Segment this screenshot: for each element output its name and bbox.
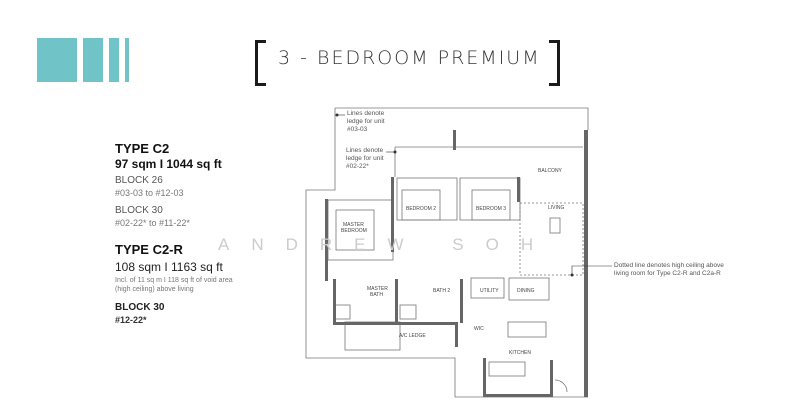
bedroom-2-outline bbox=[396, 177, 458, 221]
wall bbox=[483, 394, 553, 397]
block-units: #12-22* bbox=[115, 315, 147, 325]
exterior-wall bbox=[584, 130, 588, 397]
room-label-bedroom-3: BEDROOM 3 bbox=[476, 206, 506, 212]
right-bracket bbox=[549, 40, 560, 86]
void-note-line2: (high ceiling) above living bbox=[115, 286, 194, 293]
annotation-line: Lines denote bbox=[346, 147, 384, 154]
type-area: 108 sqm I 1163 sq ft bbox=[115, 260, 223, 274]
annotation-line: ledge for unit bbox=[347, 118, 385, 126]
wall bbox=[517, 177, 520, 202]
annotation-line: living room for Type C2-R and C2a-R bbox=[614, 270, 721, 278]
left-bracket bbox=[255, 40, 266, 86]
wall bbox=[550, 360, 553, 397]
wall bbox=[460, 279, 463, 323]
room-label-wic: WIC bbox=[474, 326, 484, 332]
annotation-line: Dotted line denotes high ceiling above bbox=[614, 262, 724, 269]
wall bbox=[453, 130, 456, 150]
wall bbox=[325, 199, 328, 281]
wall bbox=[455, 322, 458, 347]
room-label-master-bedroom: BEDROOM bbox=[341, 228, 367, 234]
ac-ledge-outline bbox=[344, 321, 401, 351]
utility-outline bbox=[470, 277, 505, 299]
annotation-line: #02-22* bbox=[346, 163, 369, 171]
block-label: BLOCK 30 bbox=[115, 205, 163, 216]
door-swing-icon bbox=[554, 379, 568, 393]
type-c2r-area-row: 108 sqm I 1163 sq ft bbox=[115, 258, 223, 276]
wall bbox=[395, 279, 398, 323]
block-units: #02-22* to #11-22* bbox=[115, 218, 190, 228]
shower-icon bbox=[399, 304, 417, 320]
type-area: 97 sqm I 1044 sq ft bbox=[115, 157, 222, 171]
block-label: BLOCK 26 bbox=[115, 175, 163, 186]
room-label-ac-ledge: A/C LEDGE bbox=[399, 333, 426, 339]
room-label-master-bath: MASTER bbox=[367, 286, 388, 292]
annotation-line: #03-03 bbox=[347, 126, 368, 134]
page-title: 3 - BEDROOM PREMIUM bbox=[278, 47, 541, 69]
bed-icon bbox=[335, 209, 375, 251]
room-label-living: LIVING bbox=[548, 205, 565, 211]
leader-dot bbox=[570, 273, 574, 277]
leader-line bbox=[571, 265, 612, 275]
dining-table-icon bbox=[508, 277, 550, 301]
wall bbox=[391, 177, 394, 252]
room-label-bath-2: BATH 2 bbox=[433, 288, 450, 294]
room-label-bedroom-2: BEDROOM 2 bbox=[406, 206, 436, 212]
room-label-balcony: BALCONY bbox=[538, 168, 563, 174]
type-name: TYPE C2-R bbox=[115, 242, 183, 257]
bedroom-3-outline bbox=[459, 177, 521, 221]
bed-icon bbox=[401, 189, 441, 221]
room-label-master-bath: BATH bbox=[370, 292, 383, 298]
wall bbox=[333, 279, 336, 324]
room-label-kitchen: KITCHEN bbox=[509, 350, 531, 356]
logo-bar-4 bbox=[125, 38, 129, 82]
coffee-table-icon bbox=[549, 217, 561, 234]
block-label: BLOCK 30 bbox=[115, 302, 165, 313]
annotation-line: ledge for unit bbox=[346, 155, 384, 163]
leader-dot bbox=[335, 113, 339, 117]
wall bbox=[483, 358, 486, 397]
block-units: #03-03 to #12-03 bbox=[115, 188, 184, 198]
annotation-line: Lines denote bbox=[347, 110, 385, 117]
logo-bar-3 bbox=[109, 38, 119, 82]
wall bbox=[333, 322, 455, 325]
stove-icon bbox=[488, 361, 526, 377]
shower-icon bbox=[333, 304, 351, 320]
room-label-master-bedroom: MASTER bbox=[343, 222, 364, 228]
room-label-utility: UTILITY bbox=[480, 288, 499, 294]
ledge-line bbox=[305, 108, 588, 398]
type-c2r-name: TYPE C2-R bbox=[115, 241, 183, 259]
logo-bar-1 bbox=[37, 38, 77, 82]
type-name: TYPE C2 bbox=[115, 141, 170, 156]
type-c2-area-row: 97 sqm I 1044 sq ft bbox=[115, 155, 222, 173]
kitchen-counter-icon bbox=[507, 321, 547, 338]
void-note-line1: Incl. of 11 sq m I 118 sq ft of void are… bbox=[115, 277, 233, 284]
high-ceiling-dotted-line bbox=[519, 202, 584, 276]
leader-dot bbox=[393, 150, 397, 154]
logo-bar-2 bbox=[83, 38, 103, 82]
type-c2-name: TYPE C2 bbox=[115, 140, 169, 158]
room-label-dining: DINING bbox=[517, 288, 535, 294]
bed-icon bbox=[471, 189, 511, 221]
watermark: ANDREW SOH bbox=[218, 235, 556, 254]
ledge-line bbox=[335, 107, 589, 130]
